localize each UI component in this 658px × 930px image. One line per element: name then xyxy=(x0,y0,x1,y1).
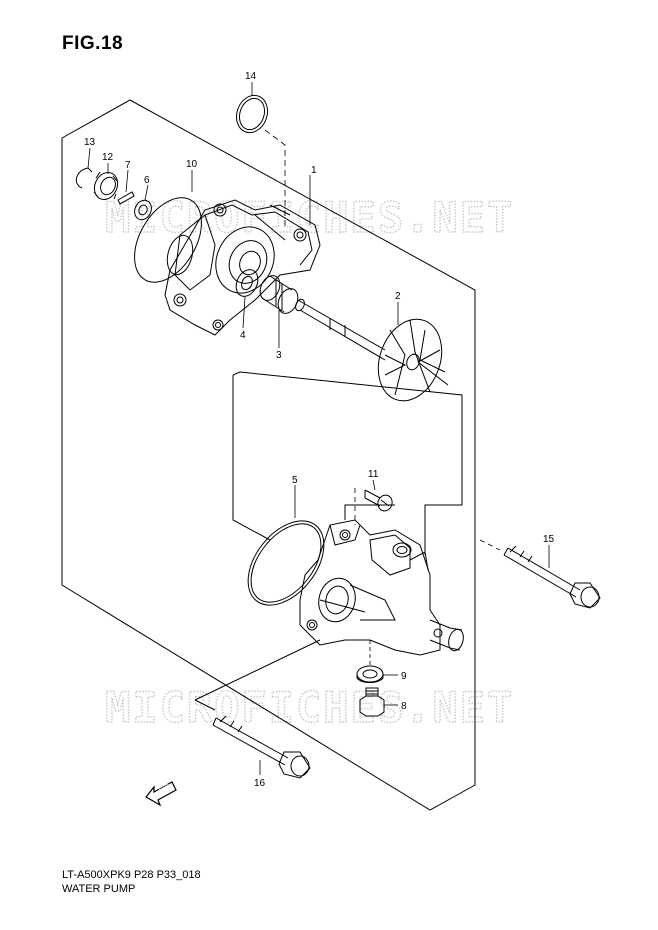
callout-part-1: 1 xyxy=(311,165,317,176)
lower-bracket-outline xyxy=(194,639,321,711)
part-7-pin xyxy=(117,191,135,205)
part-5-o-ring xyxy=(247,520,325,606)
pump-housing xyxy=(299,519,464,656)
callout-part-3: 3 xyxy=(276,350,282,361)
part-10-o-ring xyxy=(134,197,202,283)
part-callouts: 1 2 3 4 5 6 7 8 9 10 11 12 13 14 15 16 F… xyxy=(84,71,555,794)
fwd-arrow-icon xyxy=(145,781,177,807)
part-2-impeller-shaft xyxy=(295,298,449,402)
callout-part-13: 13 xyxy=(84,137,96,148)
part-8-drain-plug xyxy=(359,687,385,717)
callout-part-9: 9 xyxy=(401,671,407,682)
leader-lines xyxy=(87,82,550,775)
figure-code: LT-A500XPK9 P28 P33_018 xyxy=(62,869,201,881)
callout-part-11: 11 xyxy=(368,469,379,480)
callout-part-15: 15 xyxy=(543,534,555,545)
callout-part-2: 2 xyxy=(395,291,401,302)
part-15-bolt xyxy=(503,545,601,609)
figure-title: FIG.18 xyxy=(62,33,124,54)
callout-part-8: 8 xyxy=(401,701,407,712)
figure-name: WATER PUMP xyxy=(62,883,136,895)
part-4-oil-seal xyxy=(235,269,259,297)
callout-part-6: 6 xyxy=(144,175,150,186)
callout-part-4: 4 xyxy=(240,330,246,341)
callout-part-16: 16 xyxy=(254,778,266,789)
callout-part-12: 12 xyxy=(102,152,114,163)
inner-bracket-outline xyxy=(232,371,463,555)
callout-part-10: 10 xyxy=(186,159,198,170)
part-1-pump-body xyxy=(164,199,321,336)
part-11-screw xyxy=(364,489,393,512)
callout-part-14: 14 xyxy=(245,71,257,82)
part-14-o-ring xyxy=(235,94,269,134)
callout-part-5: 5 xyxy=(292,475,298,486)
watermark-bottom: MICROFICHES.NET xyxy=(105,683,514,732)
part-16-bolt xyxy=(212,715,311,779)
fwd-arrow-label: FWD xyxy=(158,783,171,794)
callout-part-7: 7 xyxy=(125,160,131,171)
part-9-washer xyxy=(356,665,384,683)
part-6-washer xyxy=(134,199,152,221)
part-12-gear xyxy=(93,171,119,201)
assembly-outline xyxy=(61,99,476,811)
part-13-circlip xyxy=(75,167,93,189)
part-3-mechanical-seal xyxy=(259,275,299,314)
